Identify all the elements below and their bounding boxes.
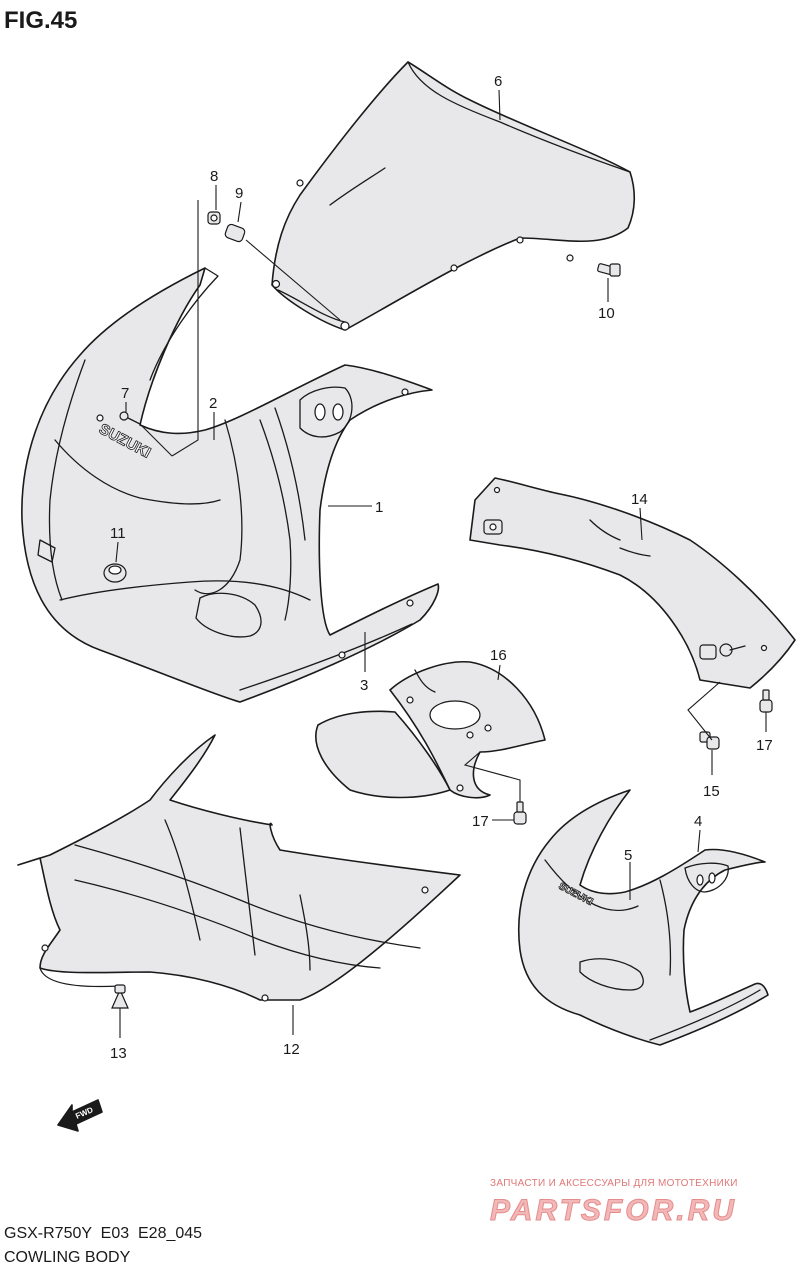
watermark: ЗАПЧАСТИ И АКСЕССУАРЫ ДЛЯ МОТОТЕХНИКИ PA…	[490, 1178, 738, 1228]
callout-8: 8	[210, 168, 218, 185]
callout-2: 2	[209, 395, 217, 412]
leader-lines	[115, 89, 767, 1038]
windscreen	[271, 61, 636, 331]
cowling-assembly: SUZUKI	[517, 789, 769, 1046]
fastener-13	[111, 984, 129, 1009]
callout-3: 3	[360, 677, 368, 694]
under-cowling	[17, 734, 461, 1002]
callout-numbers: 1 2 3 4 5 6 7 8 9 10 11 12 13 14 15 16 1…	[110, 73, 773, 1062]
model-code: GSX-R750Y E03 E28_045	[4, 1225, 202, 1242]
bolt-15	[699, 731, 720, 750]
side-cowling-bracket	[469, 477, 796, 689]
callout-1: 1	[375, 499, 383, 516]
callout-7: 7	[121, 385, 129, 402]
callout-16: 16	[490, 647, 507, 664]
nut-8	[207, 211, 221, 225]
bolt-17-center	[513, 801, 527, 825]
watermark-tagline: ЗАПЧАСТИ И АКСЕССУАРЫ ДЛЯ МОТОТЕХНИКИ	[490, 1178, 738, 1189]
callout-4: 4	[694, 813, 702, 830]
section-name: COWLING BODY	[4, 1249, 131, 1266]
callout-6: 6	[494, 73, 502, 90]
callout-10: 10	[598, 305, 615, 322]
screw-7	[119, 411, 141, 425]
callout-12: 12	[283, 1041, 300, 1058]
upper-cowling: SUZUKI	[21, 267, 440, 703]
collar-9	[224, 223, 246, 243]
callout-13: 13	[110, 1045, 127, 1062]
callout-5: 5	[624, 847, 632, 864]
inner-cover	[315, 661, 546, 799]
callout-15: 15	[703, 783, 720, 800]
bolt-10	[597, 263, 621, 277]
watermark-site: PARTSFOR.RU	[490, 1194, 737, 1227]
callout-17-right: 17	[756, 737, 773, 754]
callout-17-center: 17	[472, 813, 489, 830]
grommet-11	[103, 563, 127, 583]
bolt-17-right	[759, 689, 773, 713]
callout-11: 11	[110, 525, 126, 542]
callout-14: 14	[631, 491, 648, 508]
forward-direction-arrow: FWD	[57, 1099, 103, 1132]
figure-title: FIG.45	[4, 7, 77, 34]
callout-9: 9	[235, 185, 243, 202]
